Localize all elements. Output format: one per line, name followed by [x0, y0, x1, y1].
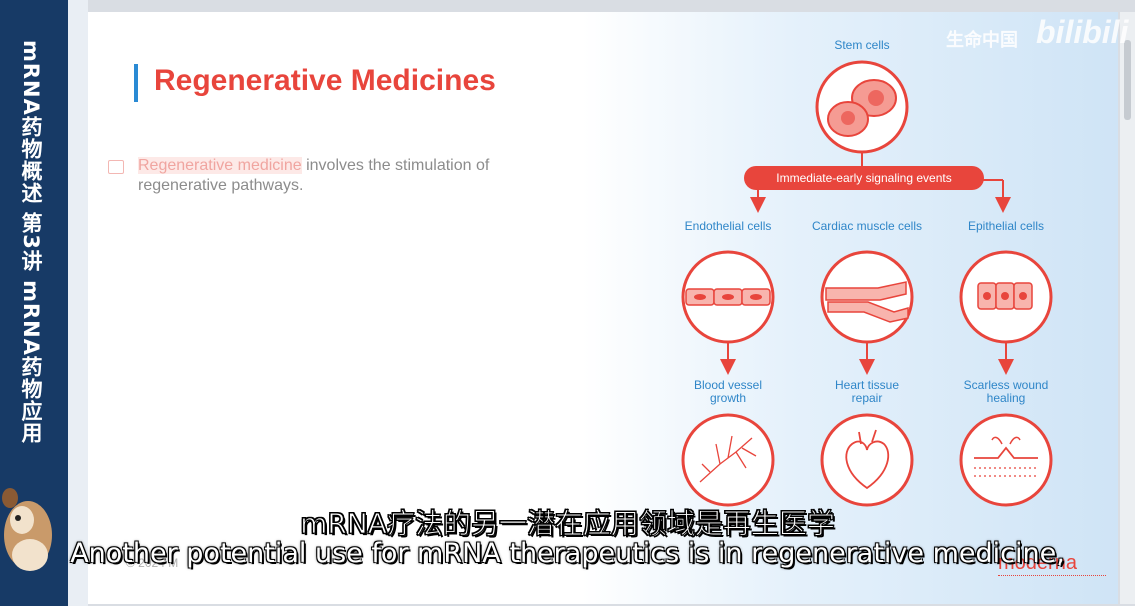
- signal-label: Immediate-early signaling events: [776, 171, 951, 185]
- endothelial-cells-icon: [681, 250, 775, 344]
- logo-underline: [998, 575, 1106, 576]
- sidebar-edge: [68, 0, 88, 606]
- outcome-line1-2: Scarless wound: [964, 378, 1049, 392]
- outcome-line2-0: growth: [710, 391, 746, 405]
- presentation-slide: Regenerative Medicines Regenerative medi…: [88, 12, 1118, 604]
- wound-healing-icon: [959, 413, 1053, 507]
- slide-background: [88, 12, 1118, 604]
- stem-cells-icon: [815, 60, 909, 154]
- lecture-title-vertical: mRNA药物概述 第3讲 mRNA药物应用: [19, 40, 43, 444]
- cardiac-muscle-cells-icon: [820, 250, 914, 344]
- title-accent-bar: [134, 64, 138, 102]
- moderna-logo: moderna: [998, 552, 1077, 574]
- cell-label-2: Epithelial cells: [968, 219, 1044, 233]
- blood-vessel-icon: [681, 413, 775, 507]
- outcome-line2-2: healing: [987, 391, 1026, 405]
- bullet-highlight: Regenerative medicine: [138, 157, 302, 174]
- bullet-icon: [108, 160, 124, 174]
- outcome-line1-0: Blood vessel: [694, 378, 762, 392]
- mascot-icon: [2, 488, 52, 571]
- channel-watermark: 生命中国: [946, 30, 1018, 51]
- slide-title: Regenerative Medicines: [154, 64, 496, 97]
- outcome-line2-1: repair: [852, 391, 883, 405]
- bullet-rest: involves the stimulation of regenerative…: [138, 157, 490, 194]
- subtitle-chinese: mRNA疗法的另一潜在应用领域是再生医学: [300, 507, 836, 541]
- copyright-text: © 2024 M: [126, 556, 179, 570]
- scrollbar-track[interactable]: [1120, 12, 1135, 604]
- subtitle-english: Another potential use for mRNA therapeut…: [70, 538, 1065, 569]
- signal-pill: [744, 166, 984, 190]
- cell-label-0: Endothelial cells: [685, 219, 772, 233]
- outcome-line1-1: Heart tissue: [835, 378, 899, 392]
- cell-label-1: Cardiac muscle cells: [812, 219, 922, 233]
- stem-cells-label: Stem cells: [834, 38, 889, 52]
- bilibili-logo: bilibili: [1036, 14, 1129, 50]
- bullet-text: Regenerative medicine involves the stimu…: [138, 156, 558, 196]
- regeneration-diagram: Stem cells Immediate-early signaling eve…: [681, 38, 1053, 507]
- scrollbar-thumb[interactable]: [1124, 40, 1131, 120]
- heart-icon: [820, 413, 914, 507]
- epithelial-cells-icon: [959, 250, 1053, 344]
